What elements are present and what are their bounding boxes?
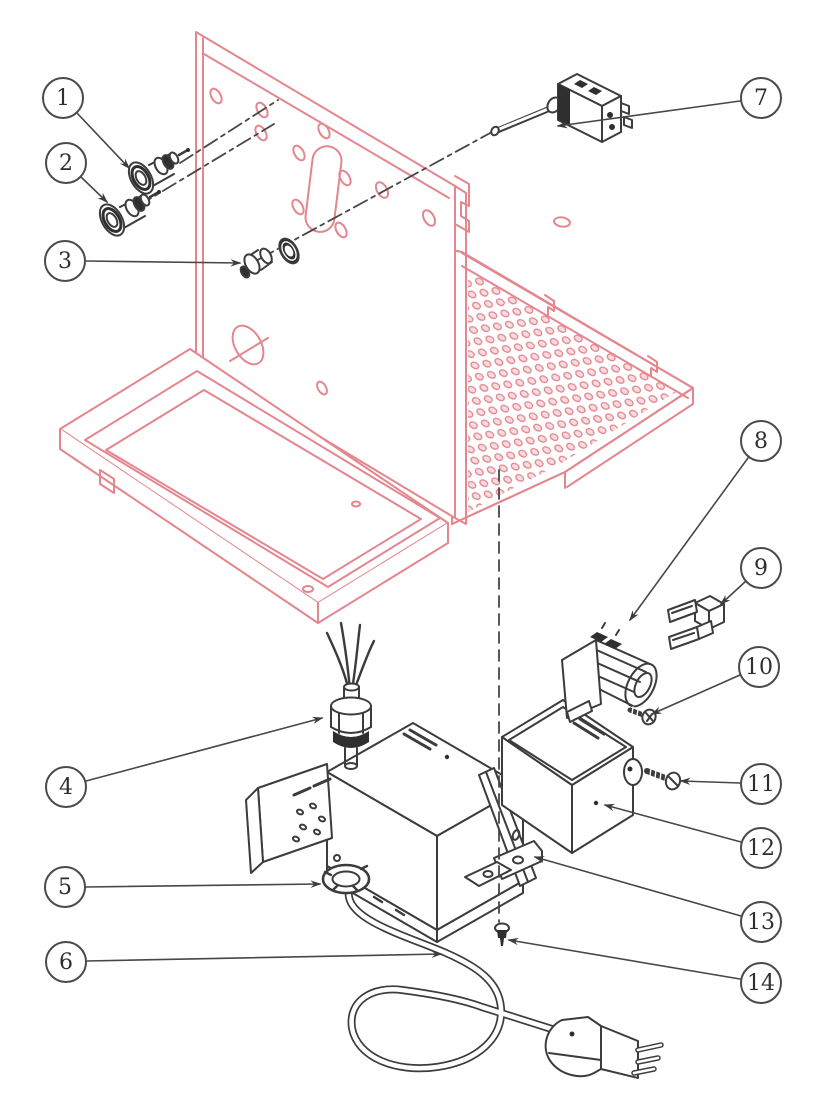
power-plug [544, 1016, 664, 1079]
screw-10 [627, 706, 657, 726]
callout-balloon-9: 9 [740, 547, 782, 589]
callout-balloon-8: 8 [740, 420, 782, 462]
screw-11 [644, 767, 682, 791]
wire-leads [325, 621, 376, 695]
callout-balloon-12: 12 [740, 827, 782, 869]
callout-balloon-2: 2 [45, 142, 87, 184]
leader-4 [85, 716, 324, 782]
leader-8 [629, 457, 749, 622]
callout-balloon-6: 6 [45, 941, 87, 983]
callout-balloon-5: 5 [44, 866, 86, 908]
terminal-notch [623, 758, 643, 786]
panel-obround-slot [304, 145, 343, 233]
indicator-lamp-2 [93, 188, 163, 242]
bracket-holes [291, 802, 327, 843]
leader-12 [603, 803, 742, 843]
leader-1 [76, 112, 131, 170]
axis-lamp-1 [179, 99, 279, 164]
enclosure-bracket [245, 763, 333, 874]
plug-pins [631, 1042, 664, 1076]
screw-14 [494, 922, 510, 946]
leader-9 [719, 580, 747, 606]
leader-14 [507, 937, 741, 980]
power-cord [343, 870, 562, 1073]
callout-balloon-11: 11 [740, 763, 782, 805]
callout-balloon-1: 1 [42, 77, 84, 119]
leader-lines [76, 100, 749, 980]
panel-clip [454, 175, 470, 233]
panel-nut [239, 237, 300, 279]
cable-gland [325, 621, 376, 770]
axis-switch-nut [251, 131, 493, 264]
leader-13 [533, 856, 742, 917]
axis-lamp-2 [137, 123, 275, 207]
leader-3 [85, 259, 242, 267]
panel-flange [454, 185, 467, 525]
indicator-lamp-1 [122, 146, 192, 200]
callout-balloon-4: 4 [45, 766, 87, 808]
leader-7 [556, 100, 741, 129]
axis-lines [137, 99, 493, 264]
callout-balloon-10: 10 [738, 646, 780, 688]
callout-balloon-13: 13 [740, 901, 782, 943]
relay [561, 622, 658, 723]
fuse-terminals [667, 595, 725, 650]
leader-2 [80, 176, 109, 204]
callout-balloon-3: 3 [44, 240, 86, 282]
leader-6 [86, 950, 443, 962]
chassis-tray [59, 348, 449, 624]
perforation-pattern-area [468, 270, 676, 512]
toggle-switch [490, 73, 633, 143]
grommet [321, 863, 371, 895]
panel-large-hole [231, 324, 265, 366]
leader-11 [679, 777, 741, 786]
transformer [501, 699, 643, 854]
leader-5 [85, 880, 322, 888]
leader-10 [650, 674, 741, 715]
callout-balloon-7: 7 [740, 77, 782, 119]
callout-balloon-14: 14 [740, 962, 782, 1004]
perforated-shelf [451, 216, 694, 525]
